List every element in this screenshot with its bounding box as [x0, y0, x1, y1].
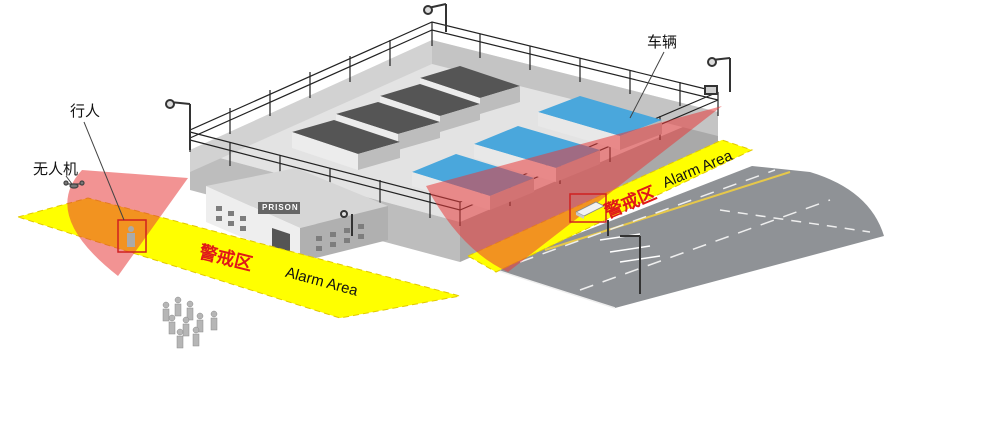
road — [489, 166, 884, 309]
camera-pole — [165, 99, 191, 150]
detection-cone-left — [67, 170, 188, 276]
label-vehicle: 车辆 — [647, 33, 678, 51]
cell-blocks — [292, 66, 520, 170]
pedestrian-target — [117, 219, 147, 253]
crowd — [162, 296, 218, 349]
camera-poles — [165, 3, 731, 294]
label-pedestrian: 行人 — [70, 102, 101, 120]
callout-lines — [65, 51, 665, 221]
vehicle-target — [569, 193, 607, 223]
camera-pole — [423, 3, 447, 32]
camera-pole — [340, 210, 353, 236]
cell-block — [292, 120, 400, 170]
prison-sign-plate — [258, 202, 300, 214]
camera-pole — [620, 235, 641, 294]
prison-sign-text: PRISON — [262, 203, 299, 212]
camera-housing — [704, 85, 718, 95]
drone — [63, 180, 85, 189]
prison-compound — [190, 40, 718, 262]
detection-cone-right — [426, 106, 722, 272]
label-drone: 无人机 — [33, 160, 79, 178]
camera-pole — [707, 57, 731, 92]
